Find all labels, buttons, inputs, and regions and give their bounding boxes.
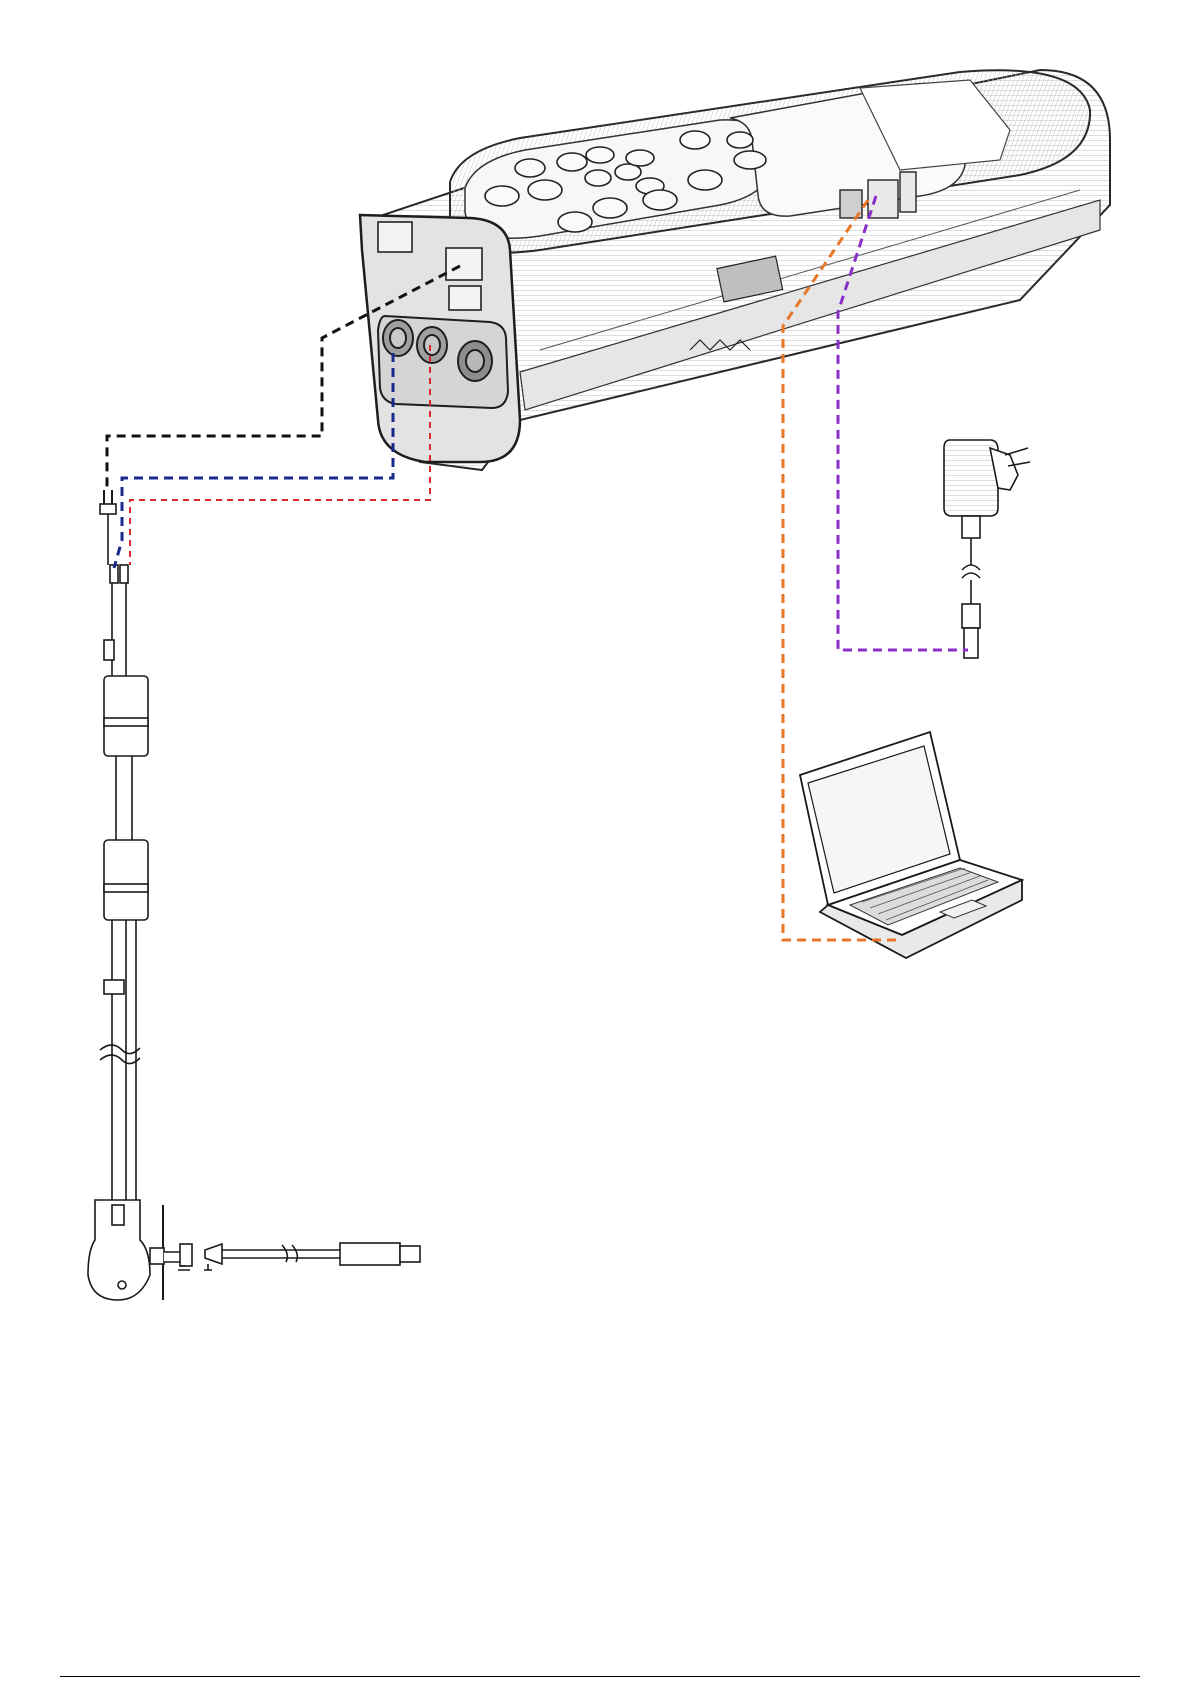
flue-gas-probe-icon: [88, 490, 420, 1300]
laptop-icon: [800, 732, 1022, 958]
power-adapter-icon: [944, 440, 1030, 658]
gas-hose-line: [114, 353, 393, 568]
footer-rule: [60, 1676, 1140, 1677]
gas-analyzer-icon: [360, 70, 1110, 470]
